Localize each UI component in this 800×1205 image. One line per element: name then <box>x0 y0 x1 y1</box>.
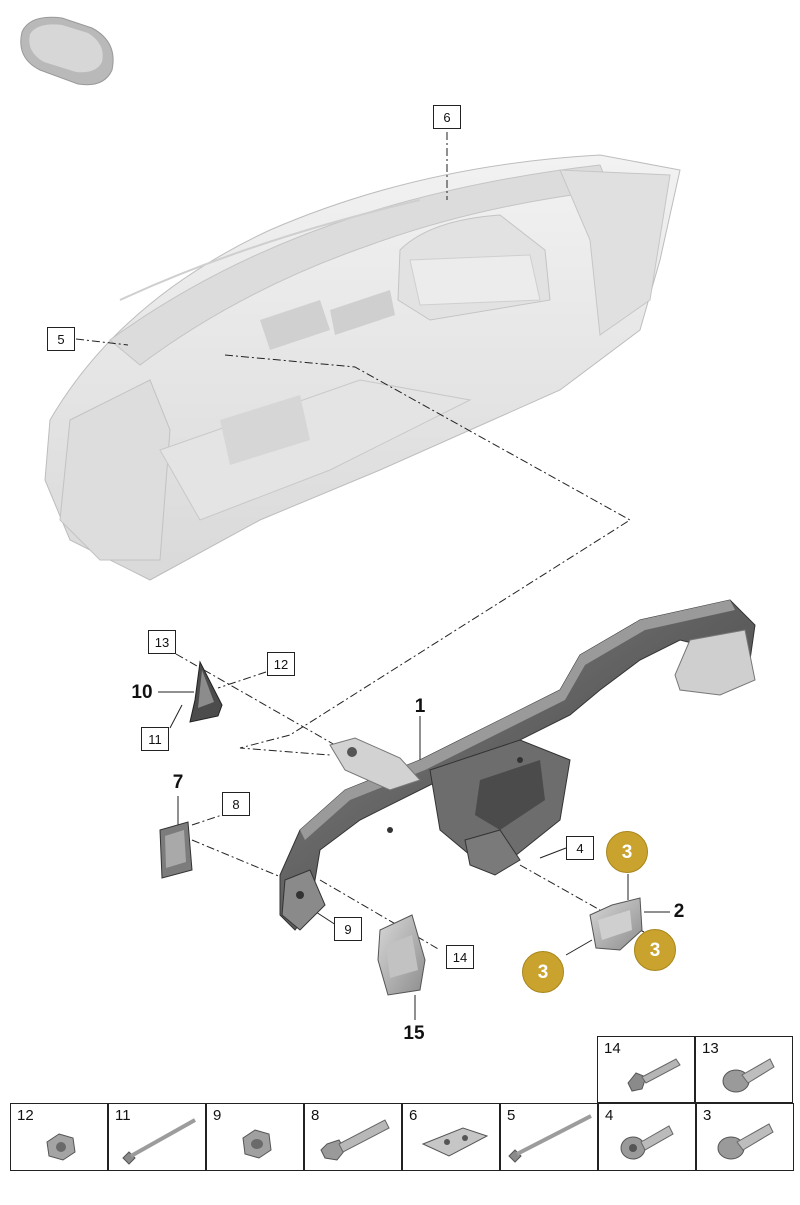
parts-cell-5[interactable]: 5 <box>500 1103 598 1171</box>
hex-bolt-icon <box>320 1119 390 1161</box>
flange-nut-icon <box>242 1129 272 1159</box>
callout-2[interactable]: 2 <box>673 901 685 922</box>
hex-nut-icon <box>46 1133 76 1161</box>
callout-3-right[interactable]: 3 <box>634 929 676 971</box>
parts-cell-number: 6 <box>409 1107 418 1124</box>
callout-4[interactable]: 4 <box>566 836 594 860</box>
callout-15[interactable]: 15 <box>403 1023 425 1044</box>
parts-cell-number: 11 <box>115 1107 131 1124</box>
torx-bolt-icon <box>620 1125 674 1160</box>
bracket-lower-image <box>377 914 426 996</box>
callout-1[interactable]: 1 <box>414 696 426 717</box>
long-bolt-icon <box>122 1118 196 1165</box>
hex-flange-bolt-icon <box>717 1123 774 1160</box>
callout-7[interactable]: 7 <box>172 772 184 793</box>
flange-bolt-icon <box>627 1058 681 1092</box>
long-bolt-icon <box>508 1114 592 1163</box>
parts-cell-number: 12 <box>17 1107 34 1124</box>
callout-3-top[interactable]: 3 <box>606 831 648 873</box>
parts-cell-6[interactable]: 6 <box>402 1103 500 1171</box>
callout-13[interactable]: 13 <box>148 630 176 654</box>
callout-8[interactable]: 8 <box>222 792 250 816</box>
grommet-capsule-image <box>20 16 114 86</box>
parts-cell-3[interactable]: 3 <box>696 1103 794 1171</box>
parts-cell-number: 13 <box>702 1040 719 1057</box>
parts-cell-14[interactable]: 14 <box>597 1036 695 1103</box>
parts-cell-number: 14 <box>604 1040 621 1057</box>
parts-cell-4[interactable]: 4 <box>598 1103 696 1171</box>
vehicle-body-shell-image <box>44 154 681 581</box>
parts-cell-8[interactable]: 8 <box>304 1103 402 1171</box>
callout-5[interactable]: 5 <box>47 327 75 351</box>
callout-12[interactable]: 12 <box>267 652 295 676</box>
parts-cell-number: 9 <box>213 1107 222 1124</box>
hex-flange-bolt-icon <box>722 1058 775 1093</box>
parts-cell-12[interactable]: 12 <box>10 1103 108 1171</box>
bracket-triangle-image <box>189 660 223 723</box>
parts-cell-number: 3 <box>703 1107 712 1124</box>
bracket-small-image <box>589 897 643 951</box>
clip-plate-icon <box>421 1127 489 1157</box>
parts-cell-9[interactable]: 9 <box>206 1103 304 1171</box>
callout-11[interactable]: 11 <box>141 727 169 751</box>
callout-14[interactable]: 14 <box>446 945 474 969</box>
parts-cell-number: 8 <box>311 1107 320 1124</box>
parts-cell-number: 5 <box>507 1107 516 1124</box>
bracket-side-image <box>159 821 193 879</box>
parts-cell-13[interactable]: 13 <box>695 1036 793 1103</box>
crossmember-main-image <box>279 599 756 931</box>
callout-9[interactable]: 9 <box>334 917 362 941</box>
callout-10[interactable]: 10 <box>131 682 153 703</box>
parts-cell-11[interactable]: 11 <box>108 1103 206 1171</box>
parts-cell-number: 4 <box>605 1107 614 1124</box>
callout-3-left[interactable]: 3 <box>522 951 564 993</box>
callout-6[interactable]: 6 <box>433 105 461 129</box>
